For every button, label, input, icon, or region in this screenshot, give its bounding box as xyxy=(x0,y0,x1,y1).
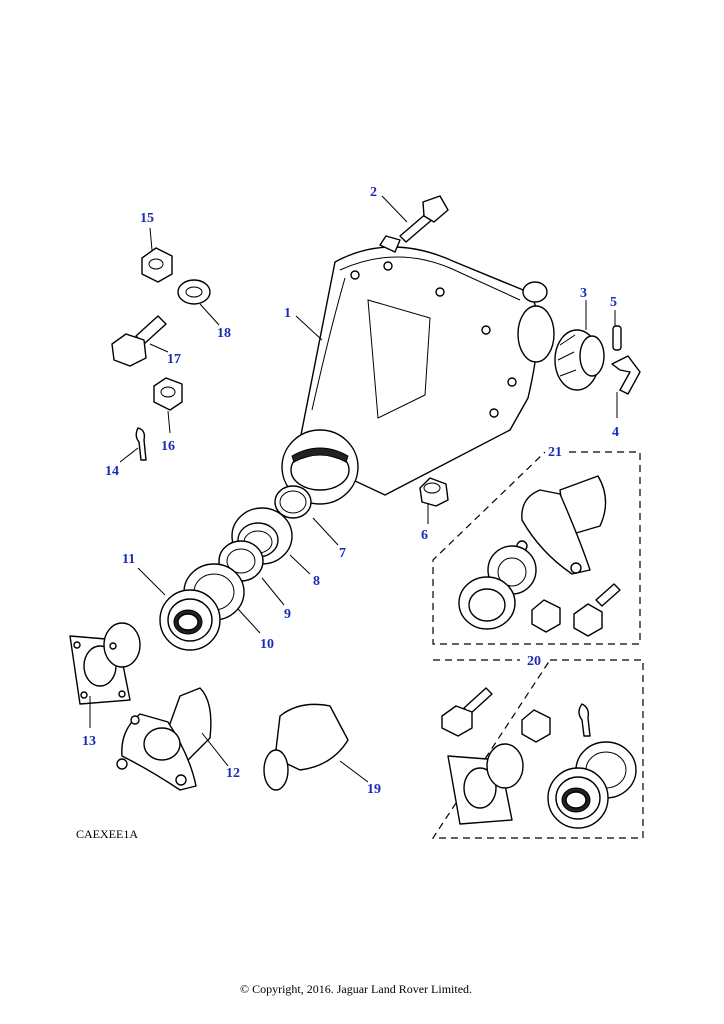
part-3-pinion-gear xyxy=(554,329,605,391)
leader-lines xyxy=(89,195,618,783)
copyright-notice: © Copyright, 2016. Jaguar Land Rover Lim… xyxy=(240,982,472,996)
part-1-differential-housing xyxy=(281,235,555,505)
callout-17: 17 xyxy=(167,352,181,367)
part-2-bolt xyxy=(399,195,449,243)
callout-4: 4 xyxy=(612,425,619,440)
callout-21: 21 xyxy=(548,445,562,460)
callout-1: 1 xyxy=(284,306,291,321)
part-11-oil-seal xyxy=(159,589,221,651)
callout-9: 9 xyxy=(284,607,291,622)
part-18-washer xyxy=(177,279,211,305)
callout-15: 15 xyxy=(140,211,154,226)
callout-2: 2 xyxy=(370,185,377,200)
callout-10: 10 xyxy=(260,637,274,652)
part-4-lock-plate xyxy=(611,355,641,395)
part-14-split-pin xyxy=(135,427,147,461)
part-16-nut xyxy=(153,377,183,411)
callout-labels: 1 2 3 4 5 6 7 8 9 10 11 12 13 14 15 16 1… xyxy=(82,185,619,797)
callout-12: 12 xyxy=(226,766,240,781)
kit-21-box xyxy=(432,451,641,645)
callout-6: 6 xyxy=(421,528,428,543)
callout-19: 19 xyxy=(367,782,381,797)
part-15-castle-nut xyxy=(141,247,173,283)
callout-7: 7 xyxy=(339,546,346,561)
callout-5: 5 xyxy=(610,295,617,310)
reference-code: CAEXEE1A xyxy=(76,827,138,841)
callout-8: 8 xyxy=(313,574,320,589)
part-13-square-flange xyxy=(69,622,141,705)
callout-20: 20 xyxy=(527,654,541,669)
part-6-nut xyxy=(419,477,449,507)
part-7-o-ring xyxy=(274,485,312,519)
part-19-sleeve xyxy=(263,703,349,791)
part-17-flange-bolt xyxy=(111,315,167,367)
kit-20-box xyxy=(431,659,644,839)
part-5-pin xyxy=(612,325,622,351)
callout-16: 16 xyxy=(161,439,175,454)
callout-11: 11 xyxy=(122,552,135,567)
callout-13: 13 xyxy=(82,734,96,749)
callout-18: 18 xyxy=(217,326,231,341)
callout-14: 14 xyxy=(105,464,119,479)
callout-3: 3 xyxy=(580,286,587,301)
part-12-coupling-flange xyxy=(116,687,212,791)
